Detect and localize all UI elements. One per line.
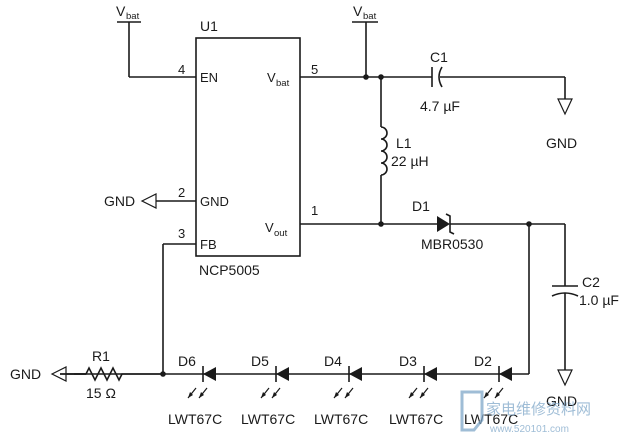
c1-value: 4.7 µF (420, 98, 460, 114)
watermark-text: 家电维修资料网 (486, 401, 591, 418)
watermark: 家电维修资料网 www.520101.com (460, 390, 591, 435)
vbat-label: V (116, 3, 126, 19)
vout-line (300, 221, 437, 227)
gnd-c2: GND (546, 369, 577, 409)
led-d4: D4 LWT67C (314, 353, 368, 427)
d2-part-number: LWT67C (464, 411, 518, 427)
pin-gnd-number: 2 (178, 185, 185, 200)
d6-refdes: D6 (178, 353, 196, 369)
vbat-label-right-sub: bat (363, 11, 377, 22)
pin-fb-name: FB (200, 237, 217, 252)
pin-vout-sub: out (274, 228, 288, 239)
ic-body (195, 37, 301, 257)
gnd-label-c1: GND (546, 135, 577, 151)
ic-u1: U1 NCP5005 EN GND FB V bat V out 4 2 3 5… (178, 18, 318, 278)
pin-vbat-number: 5 (311, 62, 318, 77)
pin-gnd-name: GND (200, 194, 229, 209)
c2-value: 1.0 µF (579, 292, 619, 308)
led-d5: D5 LWT67C (241, 353, 295, 427)
d3-part-number: LWT67C (389, 411, 443, 427)
vbat-supply-right: V bat (352, 3, 378, 77)
c1-refdes: C1 (430, 49, 448, 65)
gnd-label-pin2: GND (104, 193, 135, 209)
vbat-label-right: V (353, 3, 363, 19)
gnd-label-c2: GND (546, 393, 577, 409)
gnd-label-r1: GND (10, 366, 41, 382)
d6-part-number: LWT67C (168, 411, 222, 427)
gnd-r1: GND (10, 366, 86, 382)
led-d2: D2 LWT67C (464, 353, 518, 427)
gnd-c1: GND (546, 98, 577, 151)
gnd-pin2: GND (104, 193, 196, 209)
d3-refdes: D3 (399, 353, 417, 369)
pin-vbat-name: V (267, 70, 276, 85)
l1-value: 22 µH (391, 153, 429, 169)
d4-refdes: D4 (324, 353, 342, 369)
pin-en-number: 4 (178, 62, 185, 77)
l1-refdes: L1 (396, 135, 412, 151)
d5-refdes: D5 (251, 353, 269, 369)
pin-fb-number: 3 (178, 226, 185, 241)
d4-part-number: LWT67C (314, 411, 368, 427)
vbat-rail (300, 74, 432, 80)
r1-refdes: R1 (92, 348, 110, 364)
led-d3: D3 LWT67C (389, 353, 443, 427)
led-d6: D6 LWT67C (168, 353, 222, 427)
ic-part-number: NCP5005 (199, 262, 260, 278)
c2-refdes: C2 (582, 274, 600, 290)
vbat-supply-left: V bat (116, 3, 196, 78)
d2-refdes: D2 (474, 353, 492, 369)
d1-refdes: D1 (412, 198, 430, 214)
capacitor-c2: C2 1.0 µF (551, 224, 619, 370)
d5-part-number: LWT67C (241, 411, 295, 427)
capacitor-c1: C1 4.7 µF (420, 49, 566, 114)
pin-en-name: EN (200, 70, 218, 85)
r1-value: 15 Ω (86, 385, 116, 401)
vbat-label-sub: bat (126, 11, 140, 22)
pin-vout-name: V (265, 220, 274, 235)
watermark-url: www.520101.com (489, 424, 569, 435)
d1-part-number: MBR0530 (421, 236, 483, 252)
schottky-d1: D1 MBR0530 (412, 198, 565, 252)
ic-refdes: U1 (200, 18, 218, 34)
inductor-l1: L1 22 µH (380, 77, 429, 224)
pin-vout-number: 1 (311, 203, 318, 218)
pin-vbat-sub: bat (276, 78, 290, 89)
